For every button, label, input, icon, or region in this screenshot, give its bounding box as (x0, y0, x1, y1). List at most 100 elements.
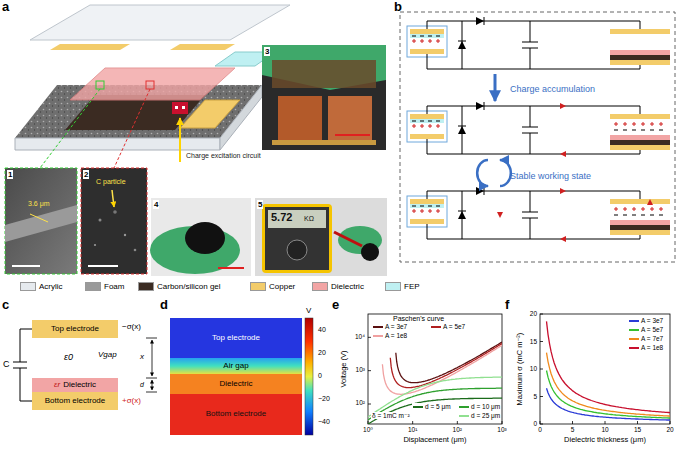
legend-text: Carbon/silicon gel (157, 282, 221, 291)
field-band: Top electrode (170, 318, 302, 358)
diode-symbol (458, 126, 466, 134)
legend-text: Foam (104, 282, 124, 291)
electrode (410, 134, 444, 139)
plot-curve (382, 345, 502, 394)
label-text: 10¹ (408, 426, 417, 433)
label-text: 20 (530, 310, 537, 317)
legend-item: d = 25 μm (458, 412, 501, 419)
legend-text: A = 5e7 (443, 323, 465, 330)
charge-symbol (650, 122, 654, 126)
capacitor-symbol (522, 106, 538, 154)
legend-item: A = 1e8 (628, 344, 664, 351)
carbon-layer (610, 225, 670, 230)
photo-inset (278, 96, 322, 140)
charge-symbol (436, 36, 440, 37)
sem-inset (134, 249, 137, 252)
charge-symbol (623, 130, 627, 131)
circuit-panel (400, 12, 675, 262)
legend-text: Copper (269, 282, 295, 291)
charge-symbol (614, 130, 618, 131)
legend-line (629, 338, 639, 340)
diode-symbol (484, 102, 485, 110)
node-text: εr (54, 381, 60, 390)
plot-curve (390, 344, 502, 388)
sem-inset (5, 168, 77, 274)
teng-outline (407, 196, 447, 227)
legend-swatch (312, 282, 328, 291)
carbon-layer (610, 140, 670, 145)
device-illustration (172, 102, 188, 114)
plot-axes (368, 314, 678, 424)
photo-inset (151, 198, 251, 276)
photo-inset (334, 232, 362, 246)
electrode (410, 199, 444, 204)
charge-symbol (659, 215, 663, 216)
dimension-lines (152, 340, 153, 376)
sem-inset (124, 234, 126, 236)
legend-line (459, 415, 469, 417)
label-text: 2 (83, 170, 89, 179)
plot-axes (540, 314, 670, 424)
charge-symbol (659, 122, 663, 126)
label-text: Vgap (98, 350, 117, 359)
axis-tick (457, 421, 458, 424)
charge-symbol (412, 124, 416, 128)
label-text: +σ(x) (122, 396, 141, 405)
fep-layer (410, 119, 444, 123)
current-arrow (560, 236, 566, 242)
label-text: 10² (453, 426, 462, 433)
charge-symbol (632, 122, 636, 126)
plot-curve (368, 377, 502, 417)
layer-box: Bottom electrode (32, 392, 118, 410)
photo-inset (335, 134, 370, 136)
wire (427, 54, 640, 69)
plot-curve (547, 321, 671, 412)
node-text: Top electrode (51, 325, 99, 334)
capacitor-symbol (522, 191, 538, 239)
charge-symbol (436, 39, 440, 43)
device-illustration (114, 89, 150, 168)
photo-inset (328, 96, 372, 140)
legend-text: A = 7e7 (641, 335, 663, 342)
panel-letter: e (332, 298, 339, 313)
electrode (610, 230, 670, 235)
legend-swatch (138, 282, 154, 291)
charge-symbol (641, 130, 645, 131)
device-illustration (180, 100, 240, 128)
label-text: 0 (318, 372, 322, 380)
label-text: Charge accumulation (510, 84, 595, 94)
label-text: 40 (318, 326, 326, 334)
label-text: 0 (533, 420, 537, 427)
legend-text: Acrylic (39, 282, 63, 291)
legend-item: FEP (385, 282, 420, 291)
charge-symbol (632, 130, 636, 131)
colorbar (305, 318, 313, 435)
axis-tick (368, 314, 670, 424)
legend-text: A = 1e8 (641, 344, 663, 351)
plot-curve (368, 342, 502, 424)
charge-symbol (650, 130, 654, 131)
current-arrow (560, 151, 566, 157)
label-text: 10³ (356, 366, 365, 373)
charge-symbol (420, 209, 424, 213)
field-band: Dielectric (170, 374, 302, 394)
device-illustration (96, 81, 104, 89)
label-text: x (140, 352, 144, 361)
label-text: Maximum σ (mC m⁻²) (516, 333, 525, 406)
device-illustration (40, 89, 100, 168)
legend-line (373, 326, 383, 328)
label-text: Displacement (μm) (403, 436, 466, 445)
photo-inset (361, 243, 379, 261)
current-arrow (560, 188, 566, 194)
charge-symbol (436, 121, 440, 122)
panel-letter: c (2, 298, 9, 313)
legend-text: FEP (404, 282, 420, 291)
current-arrow (647, 199, 653, 205)
axis-tick (540, 369, 543, 370)
charge-symbol (412, 36, 416, 37)
circuit-panel (477, 160, 488, 186)
dielectric-layer (610, 50, 670, 55)
charge-symbol (650, 207, 654, 211)
photo-inset (150, 45, 387, 276)
